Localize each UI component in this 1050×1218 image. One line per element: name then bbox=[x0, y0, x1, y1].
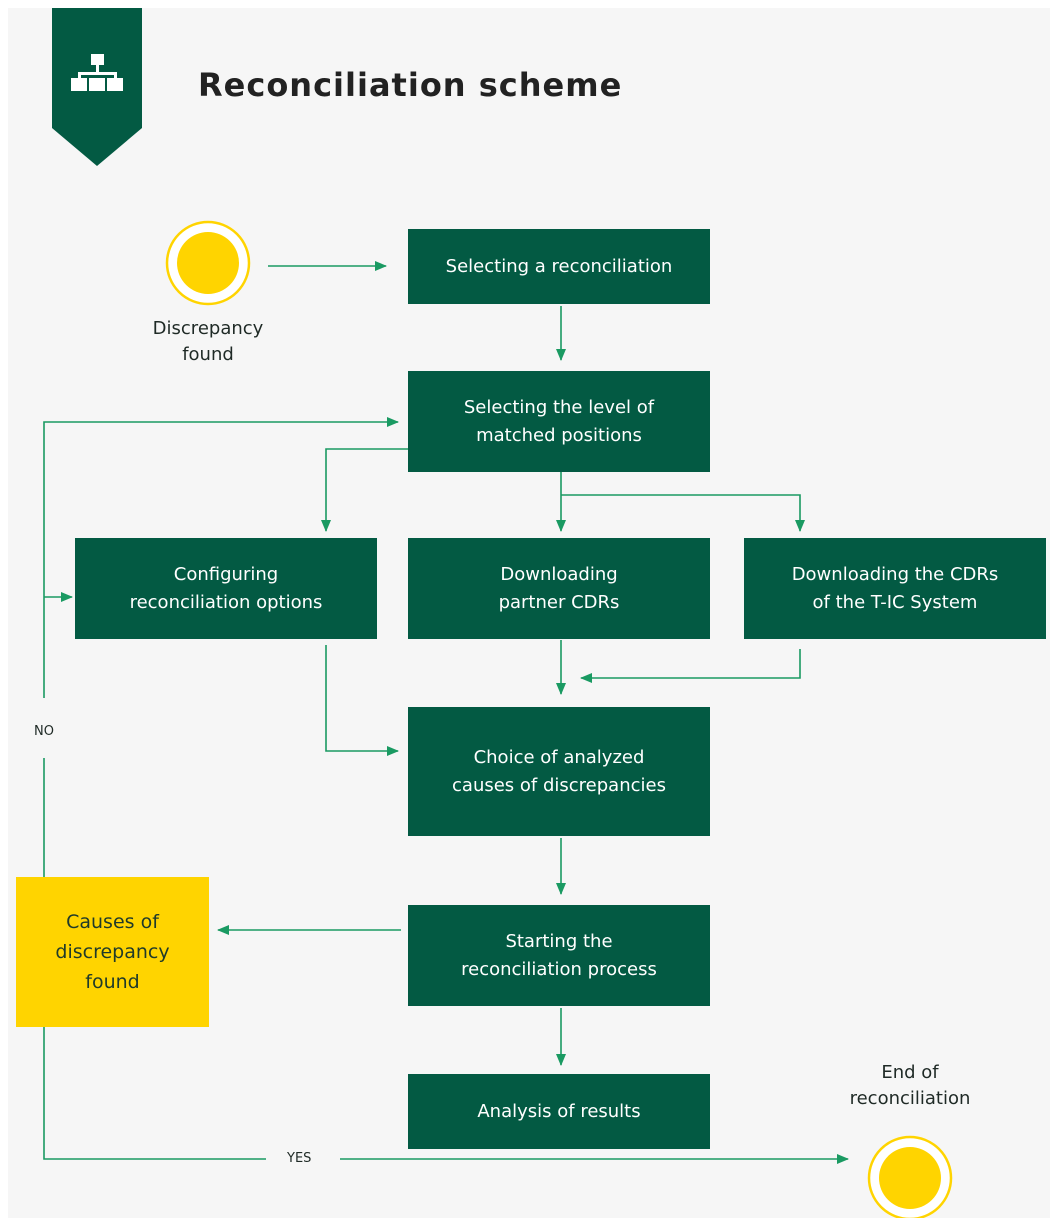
start-event bbox=[165, 220, 251, 306]
arrow-level-to-configure bbox=[321, 448, 408, 532]
step-label: Analysis of results bbox=[477, 1100, 641, 1122]
step-choice-of-causes: Choice of analyzed causes of discrepanci… bbox=[408, 707, 710, 836]
step-configuring-options: Configuring reconciliation options bbox=[75, 538, 377, 639]
header-banner bbox=[52, 8, 142, 174]
arrow-system-to-choice bbox=[580, 649, 801, 683]
step-label: Starting the reconciliation process bbox=[461, 930, 657, 980]
connectors bbox=[43, 220, 953, 1218]
step-label: Selecting the level of matched positions bbox=[463, 396, 655, 446]
step-label: Configuring reconciliation options bbox=[129, 563, 323, 613]
end-event bbox=[867, 1135, 953, 1218]
step-label: Downloading partner CDRs bbox=[498, 563, 620, 613]
step-label: Selecting a reconciliation bbox=[445, 255, 673, 277]
line-yes-path bbox=[43, 1027, 266, 1160]
causes-found-decision: Causes of discrepancy found bbox=[16, 877, 209, 1027]
step-downloading-partner-cdrs: Downloading partner CDRs bbox=[408, 538, 710, 639]
step-downloading-system-cdrs: Downloading the CDRs of the T-IC System bbox=[744, 538, 1046, 639]
start-event-label: Discrepancy found bbox=[152, 318, 264, 365]
page-title: Reconciliation scheme bbox=[198, 66, 623, 104]
step-starting-process: Starting the reconciliation process bbox=[408, 905, 710, 1006]
step-selecting-level: Selecting the level of matched positions bbox=[408, 371, 710, 472]
decision-label: Causes of discrepancy found bbox=[55, 911, 170, 993]
diagram-canvas: Reconciliation scheme bbox=[8, 8, 1050, 1218]
sitemap-icon bbox=[71, 54, 123, 91]
step-label: Choice of analyzed causes of discrepanci… bbox=[452, 746, 666, 796]
step-selecting-reconciliation: Selecting a reconciliation bbox=[408, 229, 710, 304]
line-no-loop-upper bbox=[43, 417, 399, 698]
end-event-label: End of reconciliation bbox=[849, 1062, 971, 1109]
arrow-configure-to-choice bbox=[325, 645, 399, 756]
branch-label-no: NO bbox=[30, 724, 58, 739]
step-analysis-of-results: Analysis of results bbox=[408, 1074, 710, 1149]
branch-label-yes: YES bbox=[283, 1151, 316, 1166]
step-label: Downloading the CDRs of the T-IC System bbox=[791, 563, 999, 613]
arrow-level-to-system bbox=[561, 494, 805, 532]
